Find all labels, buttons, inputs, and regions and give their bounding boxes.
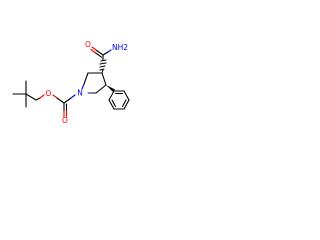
atom-carbonyl-o: O (85, 40, 91, 49)
bond-amide-co-1a (95, 49, 104, 56)
bond-carbonyl-to-n-black (63, 97, 72, 104)
hash-2 (99, 68, 105, 71)
bond-o-carbonyl-red (52, 94, 58, 99)
chemical-structure-canvas: O O N O NH2 (0, 0, 152, 152)
bond-amide-cn-blue (107, 49, 112, 53)
carboxamide-group (90, 46, 112, 74)
bond-ph-2 (123, 90, 130, 101)
bond-ph-inner-2 (121, 99, 127, 108)
bond-carbonyl-to-n-blue (70, 94, 76, 99)
bond-n-to-c2-blue (81, 83, 85, 90)
bond-c3-to-c4 (101, 72, 107, 86)
ester-linkage (35, 94, 76, 118)
phenyl-group (106, 85, 130, 110)
bond-tbu-to-o-carbon (25, 93, 37, 101)
bond-ph-inner-3 (111, 99, 117, 108)
bond-amide-co-1b (91, 46, 97, 51)
stereo-wedge-phenyl (106, 85, 115, 92)
atom-ester-o-single: O (46, 89, 52, 98)
bond-n-to-c2 (83, 72, 89, 85)
bond-amide-co-2a (94, 51, 103, 58)
hash-5 (100, 59, 107, 62)
molecule-diagram: O O N O NH2 (12, 40, 130, 125)
bond-o-tbu-red (39, 94, 45, 99)
hash-1 (101, 69, 104, 74)
bond-c4-to-c5 (95, 84, 107, 94)
atom-ring-n: N (77, 89, 83, 98)
bond-amide-cn-black (102, 51, 109, 56)
bond-ph-5 (108, 99, 115, 110)
bond-ph-3 (123, 99, 130, 110)
pyrrolidine-ring (81, 72, 107, 94)
bond-amide-co-2b (90, 48, 96, 54)
hash-4 (99, 62, 107, 65)
atom-ester-o-double: O (62, 116, 68, 125)
hash-3 (99, 65, 106, 68)
tert-butyl-group (12, 80, 37, 108)
atom-amide-n: NH2 (112, 43, 128, 52)
bond-ph-6 (108, 90, 115, 101)
bond-tbu-c-o-part (35, 97, 41, 101)
bond-o-carbonyl-black (56, 97, 65, 104)
